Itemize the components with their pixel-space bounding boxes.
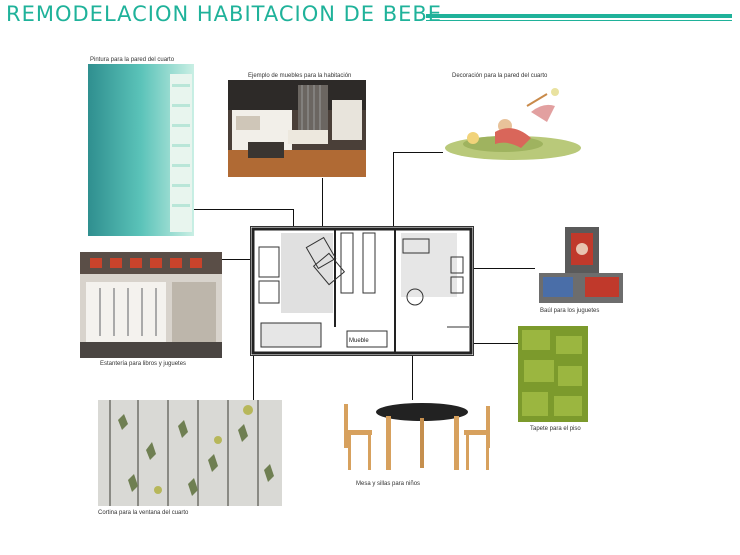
caption-curtain: Cortina para la ventana del cuarto	[98, 510, 189, 516]
connector-paint-v	[293, 209, 294, 239]
table-chairs-image	[336, 400, 510, 475]
page-title: REMODELACION HABITACION DE BEBE	[6, 2, 443, 26]
wall-decor-image	[443, 82, 585, 160]
paint-swatch-image	[88, 64, 194, 236]
toy-chest-image	[535, 225, 627, 305]
connector-curtain	[253, 352, 254, 410]
connector-walldecor-v	[393, 152, 394, 240]
connector-walldecor-h	[393, 152, 445, 153]
connector-toychest	[456, 268, 536, 269]
title-divider	[426, 14, 732, 18]
caption-rug: Tapete para el piso	[530, 426, 581, 432]
caption-furniture: Ejemplo de muebles para la habitación	[248, 73, 352, 79]
caption-toy-chest: Baúl para los juguetes	[540, 308, 600, 314]
caption-wall-decor: Decoración para la pared del cuarto	[452, 73, 548, 79]
floor-plan: Mueble	[250, 226, 474, 356]
caption-shelves: Estantería para libros y juguetes	[100, 361, 187, 367]
curtain-image	[98, 400, 282, 506]
connector-shelves	[222, 259, 250, 260]
shelves-image	[80, 252, 222, 358]
connector-furniture	[322, 178, 323, 238]
caption-table: Mesa y sillas para niños	[356, 481, 421, 487]
connector-paint	[172, 209, 294, 210]
connector-rug	[456, 343, 518, 344]
floorplan-label: Mueble	[349, 338, 369, 344]
rug-image	[518, 326, 588, 422]
furniture-image	[228, 80, 366, 177]
caption-paint: Pintura para la pared del cuarto	[90, 57, 175, 63]
title-divider-thin	[426, 20, 732, 21]
